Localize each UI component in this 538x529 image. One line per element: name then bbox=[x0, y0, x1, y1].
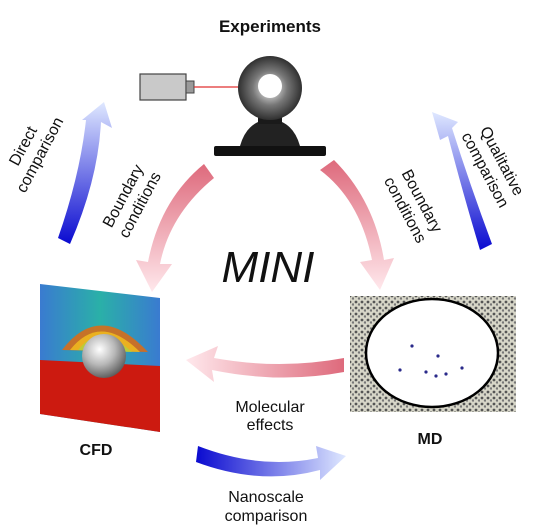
direct-comparison-label: Direct comparison bbox=[6, 115, 67, 196]
boundary-conditions-left-arrow bbox=[136, 164, 214, 292]
md-label: MD bbox=[418, 431, 443, 448]
nanoscale-comparison-label: Nanoscale bbox=[228, 489, 304, 506]
boundary-conditions-right-arrow bbox=[320, 160, 394, 290]
md-simulation-image bbox=[350, 296, 516, 412]
center-label: MINI bbox=[222, 243, 315, 292]
molecular-effects-label-line2: effects bbox=[247, 417, 294, 434]
cfd-simulation-image bbox=[40, 284, 160, 432]
boundary-conditions-right-label: Boundary conditions bbox=[380, 167, 445, 246]
molecular-effects-arrow bbox=[186, 346, 344, 382]
molecular-effects-label: Molecular bbox=[235, 399, 305, 416]
camera-icon bbox=[139, 73, 246, 101]
nanoscale-comparison-arrow bbox=[196, 446, 346, 480]
boundary-conditions-left-label: Boundary conditions bbox=[100, 162, 165, 241]
title: Experiments bbox=[219, 17, 321, 36]
qualitative-comparison-arrow bbox=[432, 112, 492, 250]
nanoscale-comparison-label-line2: comparison bbox=[225, 508, 308, 525]
cfd-label: CFD bbox=[80, 442, 113, 459]
direct-comparison-arrow bbox=[58, 102, 112, 244]
droplet-apparatus-icon bbox=[214, 56, 326, 156]
